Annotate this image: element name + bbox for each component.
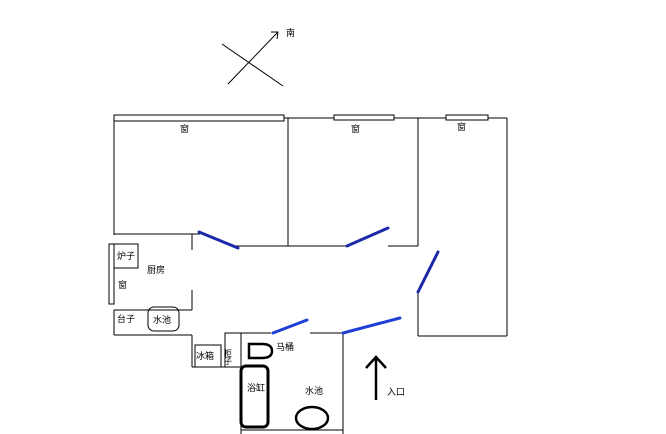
window-bedroom-middle xyxy=(333,114,395,121)
compass-label: 南 xyxy=(286,27,295,39)
cabinet-box xyxy=(224,332,242,368)
door-bathroom xyxy=(271,318,309,335)
bathroom-sink-shape xyxy=(294,405,330,431)
entrance-label: 入口 xyxy=(387,387,405,398)
bathtub-shape xyxy=(239,364,270,429)
compass-cross-line-a xyxy=(221,43,284,87)
doors xyxy=(197,226,440,335)
toilet-label: 马桶 xyxy=(276,341,294,353)
kitchen-label: 厨房 xyxy=(147,264,165,276)
door-entrance xyxy=(341,316,402,335)
kitchen-window xyxy=(108,243,115,305)
cabinet-label: 柜子 xyxy=(224,348,233,365)
window-bedroom-left xyxy=(113,114,285,122)
door-bedroom-right xyxy=(416,250,440,294)
window-label-middle: 窗 xyxy=(351,123,360,135)
kitchen-sink xyxy=(147,306,180,332)
compass: 南 xyxy=(221,27,295,87)
entrance-arrow-icon xyxy=(365,355,387,369)
kitchen: 炉子 厨房 台子 水池 xyxy=(113,243,180,332)
window-bedroom-right xyxy=(445,114,489,121)
window-label-left: 窗 xyxy=(180,123,189,135)
bathroom-sink-label: 水池 xyxy=(305,385,323,397)
bathroom: 冰箱 柜子 马桶 浴缸 水池 xyxy=(194,332,330,431)
toilet-shape xyxy=(247,342,274,360)
fridge-label: 冰箱 xyxy=(196,350,214,362)
kitchen-sink-label: 水池 xyxy=(153,314,171,326)
door-bedroom-left xyxy=(197,230,240,250)
compass-arrowhead-icon xyxy=(271,31,279,40)
compass-arrow-line xyxy=(227,31,279,85)
window-label-kitchen: 窗 xyxy=(118,279,127,291)
door-bedroom-middle xyxy=(345,226,390,248)
window-label-right: 窗 xyxy=(457,121,466,133)
fridge-box xyxy=(194,344,222,368)
counter-label: 台子 xyxy=(117,313,135,325)
windows: 窗 窗 窗 窗 xyxy=(113,114,489,291)
bathtub-label: 浴缸 xyxy=(247,382,265,394)
stove-box xyxy=(113,243,139,269)
stove-label: 炉子 xyxy=(117,250,135,262)
entrance: 入口 xyxy=(365,355,405,400)
